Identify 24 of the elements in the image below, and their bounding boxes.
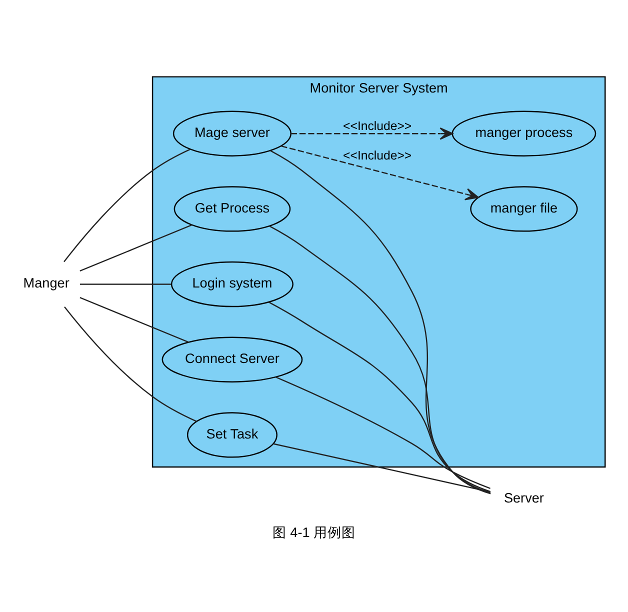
connector <box>64 148 190 262</box>
node-ellipse: Get Process <box>174 186 291 232</box>
node-ellipse: Login system <box>170 260 294 307</box>
caption: 图 4-1 用例图 <box>272 524 356 540</box>
node-ellipse: Mage server <box>172 110 292 156</box>
node-ellipse: manger process <box>452 110 596 156</box>
node-ellipse: Connect Server <box>162 336 303 382</box>
connector <box>268 301 491 492</box>
edge-label: <<Include>> <box>343 148 412 162</box>
connector <box>64 306 197 422</box>
node-text: Manger <box>23 275 70 290</box>
connector <box>270 150 491 494</box>
connector <box>80 296 189 342</box>
arrow <box>290 126 454 140</box>
node-ellipse: Set Task <box>186 412 278 458</box>
connector <box>80 283 172 284</box>
connector <box>269 224 491 494</box>
connector <box>80 224 192 272</box>
edge-label: <<Include>> <box>343 118 412 132</box>
arrow <box>281 144 479 200</box>
connector <box>276 376 490 488</box>
node-text: Server <box>504 490 544 506</box>
connector <box>274 442 491 492</box>
node-ellipse: manger file <box>470 186 578 232</box>
